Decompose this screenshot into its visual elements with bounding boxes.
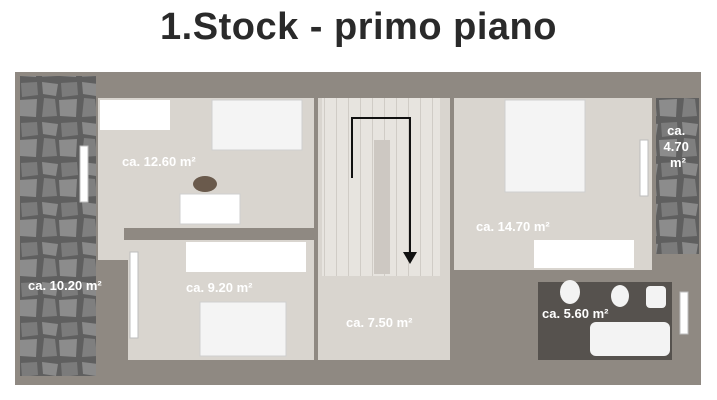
sink — [646, 286, 666, 308]
balcony-right-area — [656, 98, 699, 254]
bidet — [611, 285, 629, 307]
window-left-lower — [129, 251, 139, 339]
stair-arrow-line — [351, 117, 411, 258]
desk-chair — [193, 176, 217, 192]
room-label: ca. 4.70 m² — [664, 123, 693, 170]
window-left-upper — [79, 145, 89, 203]
window-right — [639, 139, 649, 197]
stair-core — [374, 140, 390, 274]
room-label: ca. 7.50 m² — [346, 315, 413, 330]
bed-right — [504, 99, 586, 193]
terrace-left-area — [20, 76, 96, 376]
wardrobe-lower-left — [186, 242, 306, 272]
room-label: ca. 10.20 m² — [28, 278, 102, 293]
bed-upper-left — [211, 99, 303, 151]
wardrobe-upper-left — [100, 100, 170, 130]
room-label: ca. 12.60 m² — [122, 154, 196, 169]
bathtub — [590, 322, 670, 356]
room-label: ca. 5.60 m² — [542, 306, 609, 321]
page-title: 1.Stock - primo piano — [160, 6, 557, 48]
toilet — [560, 280, 580, 304]
bed-lower-left — [199, 301, 287, 357]
wardrobe-right — [534, 240, 634, 268]
room-label: ca. 14.70 m² — [476, 219, 550, 234]
wall-bedrooms — [124, 228, 319, 240]
desk — [179, 193, 241, 225]
window-bathroom — [679, 291, 689, 335]
stair-arrow-head — [403, 252, 417, 264]
room-label: ca. 9.20 m² — [186, 280, 253, 295]
